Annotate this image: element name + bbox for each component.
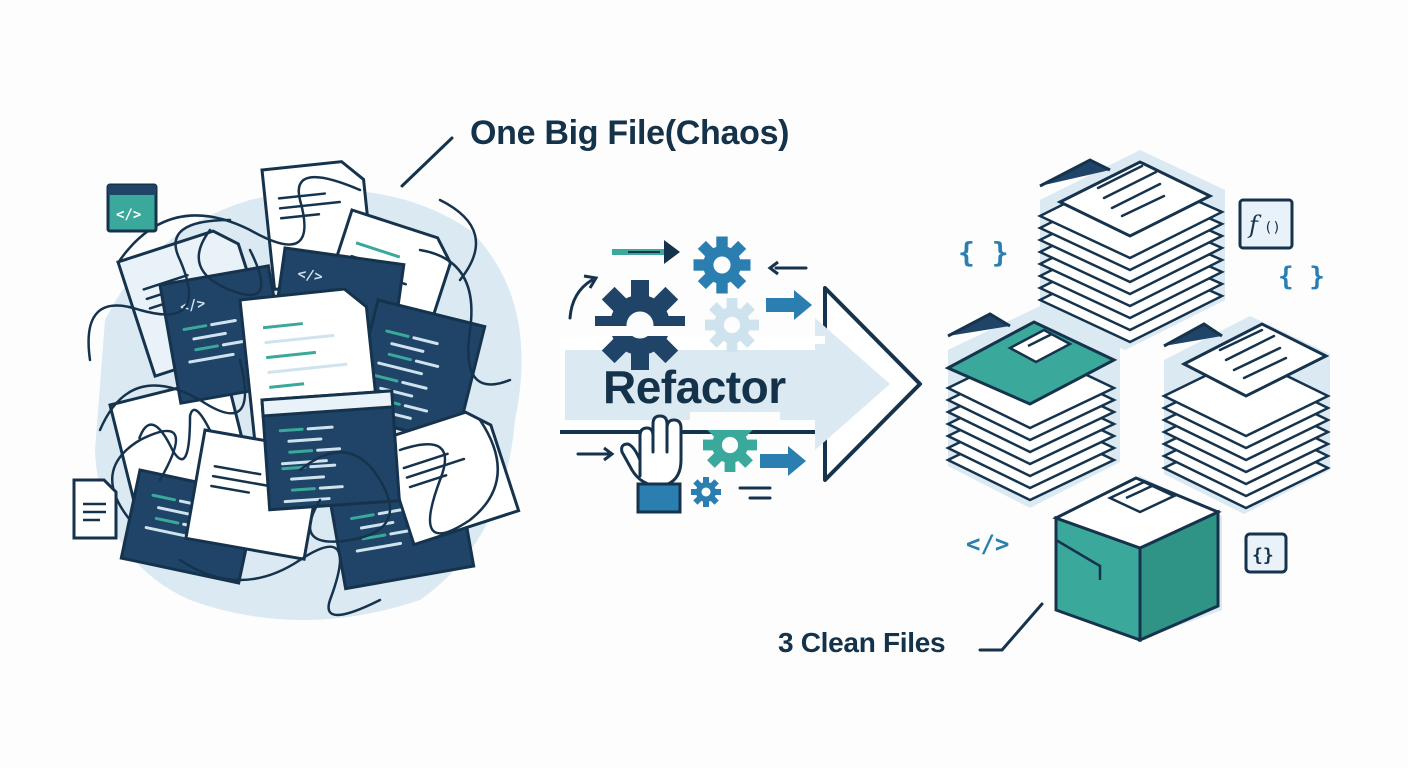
code-tag-icon: </> bbox=[966, 530, 1010, 558]
gear-icon bbox=[705, 298, 759, 352]
code-window-icon: </> bbox=[106, 183, 158, 233]
braces-icon: {} bbox=[1244, 532, 1288, 574]
box-icon bbox=[1052, 476, 1222, 643]
braces-icon: { } bbox=[1278, 262, 1325, 292]
function-icon: f () bbox=[1238, 198, 1294, 250]
gear-icon bbox=[693, 236, 751, 294]
clean-files-label: 3 Clean Files bbox=[778, 627, 946, 658]
document-icon bbox=[72, 478, 118, 540]
braces-icon: { } bbox=[958, 236, 1009, 269]
chaos-pile: </> </> bbox=[72, 160, 522, 620]
code-window-icon bbox=[260, 389, 401, 512]
hand-icon bbox=[620, 414, 683, 514]
arrow-right-icon bbox=[766, 290, 812, 320]
svg-text:</>: </> bbox=[296, 266, 323, 285]
tangle-lines bbox=[87, 175, 512, 617]
arrow-right-icon bbox=[576, 446, 615, 462]
gear-icon bbox=[691, 477, 721, 507]
arrow-right-icon bbox=[760, 446, 806, 476]
svg-text:(): () bbox=[1264, 220, 1281, 236]
folder-stack-icon bbox=[1037, 150, 1225, 350]
clean-pointer-line bbox=[978, 602, 1044, 652]
folder-stack-icon bbox=[944, 306, 1120, 508]
chaos-pointer-line bbox=[400, 136, 454, 188]
svg-text:{}: {} bbox=[1252, 545, 1274, 566]
folder-stack-icon bbox=[1161, 316, 1331, 514]
chaos-label: One Big File(Chaos) bbox=[470, 114, 790, 152]
curved-arrow-icon bbox=[568, 274, 599, 320]
svg-text:</>: </> bbox=[179, 296, 207, 316]
arrow-right-icon bbox=[612, 240, 680, 264]
speed-lines bbox=[738, 486, 772, 500]
arrow-left-icon bbox=[767, 260, 808, 276]
refactor-label: Refactor bbox=[603, 361, 786, 413]
clean-files: f () {} bbox=[944, 150, 1331, 643]
svg-text:</>: </> bbox=[116, 207, 141, 223]
gear-icon bbox=[595, 280, 685, 370]
